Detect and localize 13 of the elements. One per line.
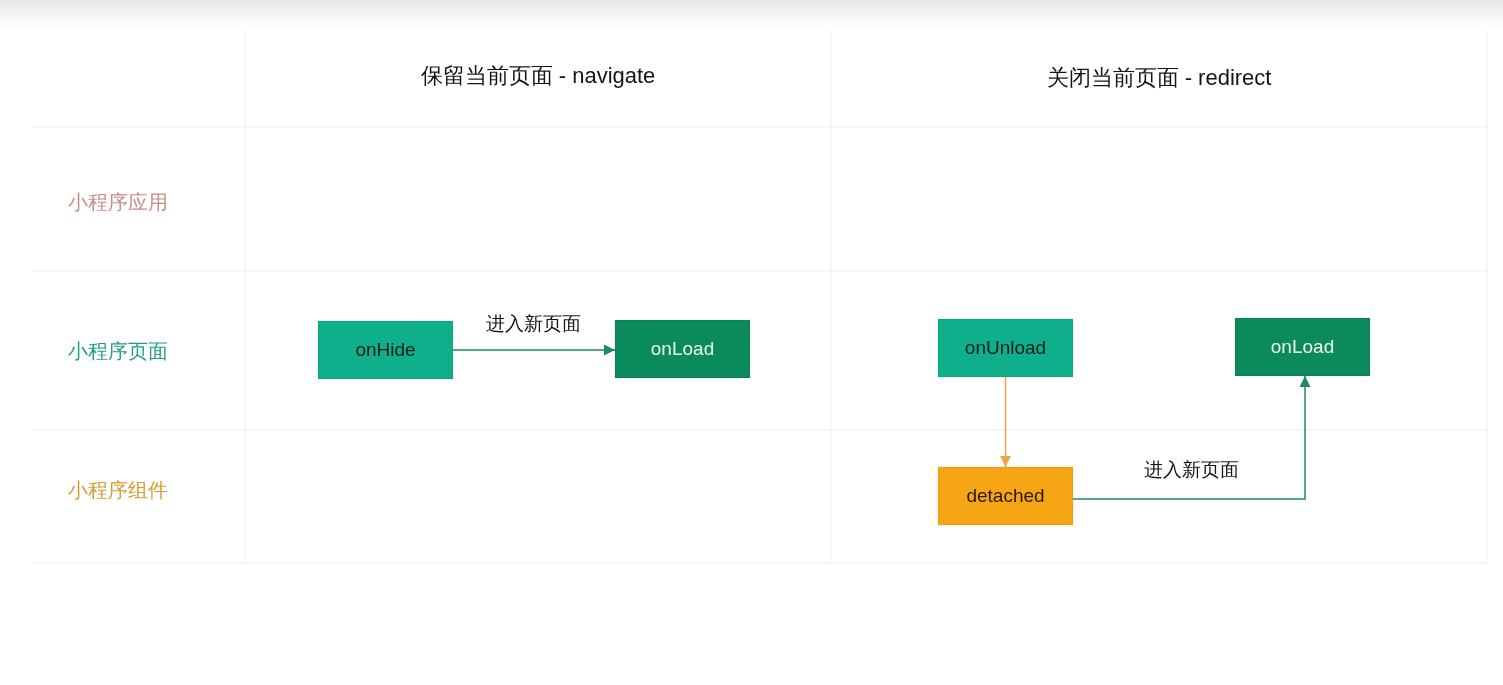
arrow: [1000, 376, 1011, 468]
column-header: 保留当前页面 - navigate: [419, 63, 657, 90]
lifecycle-box: onLoad: [615, 320, 750, 378]
row-header: 小程序组件: [68, 478, 169, 502]
column-header: 关闭当前页面 - redirect: [1045, 65, 1273, 92]
lifecycle-box: onHide: [318, 321, 453, 379]
arrow: [1072, 375, 1311, 500]
row-header: 小程序页面: [68, 339, 169, 363]
row-header: 小程序应用: [68, 190, 169, 214]
arrow: [452, 344, 616, 356]
lifecycle-box: onUnload: [938, 319, 1073, 377]
lifecycle-box: detached: [938, 467, 1073, 525]
lifecycle-box: onLoad: [1235, 318, 1370, 376]
